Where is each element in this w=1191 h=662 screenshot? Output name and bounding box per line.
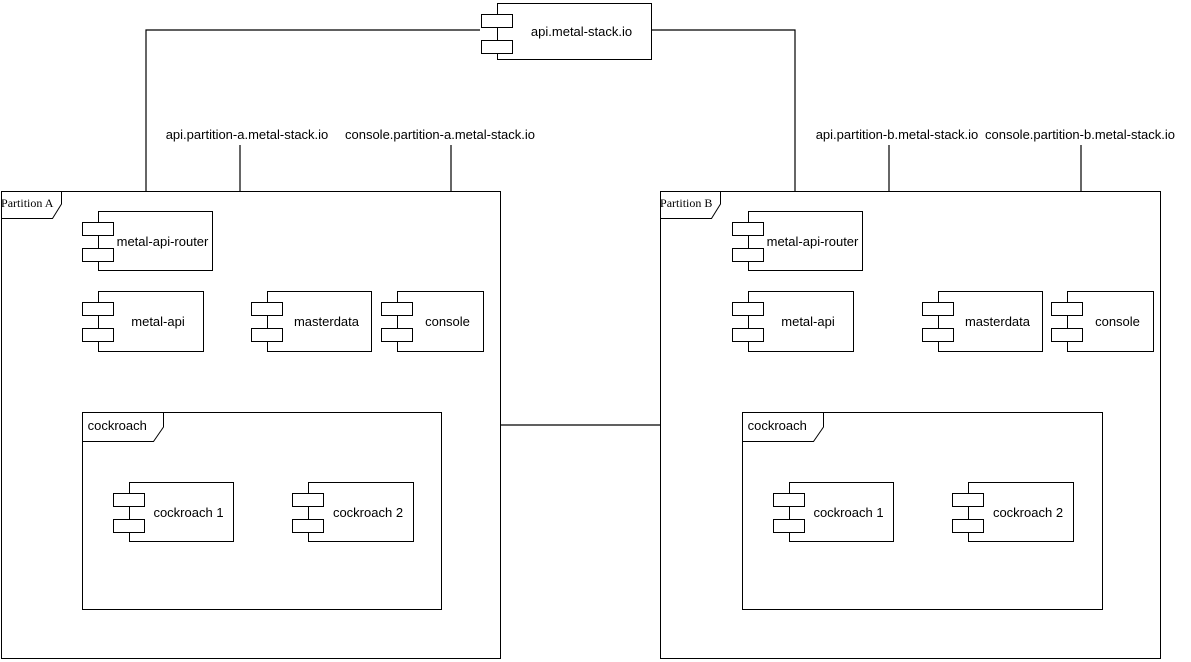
edge-root-to-partition-b-router [651, 29, 795, 208]
component-masterdata-a: masterdata [251, 291, 372, 352]
component-icon [732, 222, 764, 236]
component-icon [292, 519, 324, 533]
component-icon [113, 519, 145, 533]
component-label: console [1095, 314, 1140, 329]
component-icon [773, 519, 805, 533]
group-label: cockroach [747, 418, 807, 434]
component-cockroach-1-a: cockroach 1 [113, 482, 234, 542]
component-label: api.metal-stack.io [530, 24, 633, 39]
component-metal-api-b: metal-api [732, 291, 854, 352]
component-icon [732, 302, 764, 316]
component-icon [251, 328, 283, 342]
component-label: cockroach 2 [332, 504, 404, 520]
group-label: cockroach [87, 418, 147, 434]
partition-b-tab: Partition B [660, 191, 721, 219]
component-cockroach-1-b: cockroach 1 [773, 482, 894, 542]
component-icon [292, 493, 324, 507]
component-icon [381, 302, 413, 316]
component-icon [251, 302, 283, 316]
component-icon [952, 519, 984, 533]
component-cockroach-2-a: cockroach 2 [292, 482, 414, 542]
dns-label-console-partition-a: console.partition-a.metal-stack.io [344, 127, 536, 142]
component-icon [82, 302, 114, 316]
component-metal-api-router-a: metal-api-router [82, 211, 213, 271]
dns-label-api-partition-a: api.partition-a.metal-stack.io [165, 127, 329, 142]
component-icon [922, 302, 954, 316]
component-masterdata-b: masterdata [922, 291, 1043, 352]
component-icon [773, 493, 805, 507]
component-icon [481, 14, 513, 28]
dns-label-console-partition-b: console.partition-b.metal-stack.io [984, 127, 1176, 142]
component-label: metal-api-router [116, 233, 209, 249]
cockroach-group-a-tab: cockroach [82, 412, 164, 442]
component-console-b: console [1051, 291, 1154, 352]
component-label: masterdata [293, 314, 360, 329]
component-label: cockroach 1 [813, 504, 884, 520]
frame-tab-shape [742, 412, 824, 442]
component-cockroach-2-b: cockroach 2 [952, 482, 1074, 542]
component-label: cockroach 1 [153, 504, 224, 520]
component-icon [1051, 328, 1083, 342]
edge-root-to-partition-a-router [146, 29, 480, 208]
component-icon [82, 328, 114, 342]
partition-label: Partition B [660, 196, 713, 211]
component-label: metal-api-router [766, 233, 859, 249]
dns-label-api-partition-b: api.partition-b.metal-stack.io [815, 127, 979, 142]
component-icon [732, 328, 764, 342]
component-label: console [425, 314, 470, 329]
component-label: metal-api [781, 314, 835, 329]
cockroach-group-b-tab: cockroach [742, 412, 824, 442]
component-icon [381, 328, 413, 342]
partition-label: Partition A [1, 196, 54, 211]
component-label: masterdata [964, 314, 1031, 329]
component-icon [113, 493, 145, 507]
component-metal-api-router-b: metal-api-router [732, 211, 863, 271]
component-icon [922, 328, 954, 342]
component-console-a: console [381, 291, 484, 352]
component-icon [481, 40, 513, 54]
frame-tab-shape [660, 191, 721, 219]
component-icon [1051, 302, 1083, 316]
component-icon [82, 248, 114, 262]
component-metal-api-a: metal-api [82, 291, 204, 352]
component-icon [732, 248, 764, 262]
component-label: cockroach 2 [992, 504, 1064, 520]
component-icon [82, 222, 114, 236]
partition-a-tab: Partition A [1, 191, 62, 219]
partition-a-frame: Partition A metal-api-router metal-api m… [1, 191, 501, 659]
cockroach-group-b: cockroach cockroach 1 cockroach 2 [742, 412, 1103, 610]
component-icon [952, 493, 984, 507]
component-label: metal-api [131, 314, 185, 329]
component-api-metal-stack-io: api.metal-stack.io [481, 3, 652, 60]
cockroach-group-a: cockroach cockroach 1 cockroach 2 [82, 412, 442, 610]
partition-b-frame: Partition B metal-api-router metal-api m… [660, 191, 1161, 659]
frame-tab-shape [82, 412, 164, 442]
frame-tab-shape [1, 191, 62, 219]
